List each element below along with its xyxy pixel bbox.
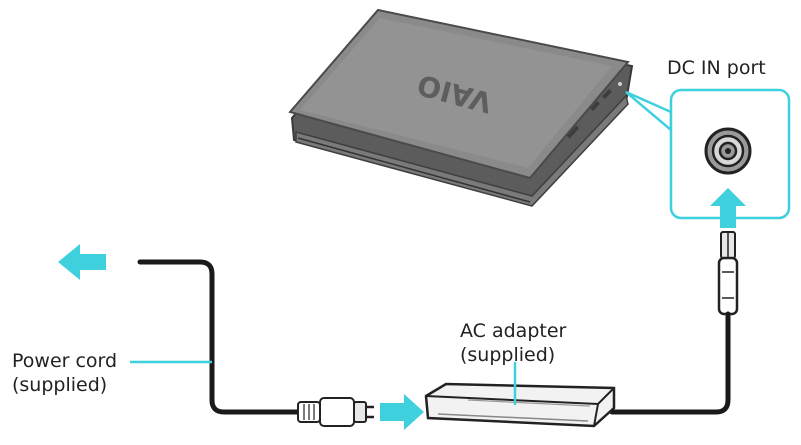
to-outlet-arrow-icon: [58, 244, 106, 280]
ac-adapter-label: AC adapter (supplied): [460, 319, 566, 367]
ac-adapter-label-line2: (supplied): [460, 344, 556, 366]
power-cord-label-line2: (supplied): [12, 374, 108, 396]
ac-adapter-label-line1: AC adapter: [460, 320, 567, 342]
laptop: VAIO: [288, 8, 634, 207]
ac-adapter: [424, 382, 616, 428]
dc-in-port-label: DC IN port: [667, 56, 766, 80]
dc-in-port-label-text: DC IN port: [667, 57, 766, 79]
power-cord-label-line1: Power cord: [12, 350, 118, 372]
plug-in-arrow-icon: [710, 188, 746, 228]
power-cord: [137, 259, 303, 415]
callout-pointer: [625, 90, 673, 133]
dc-cable: [609, 311, 731, 415]
connect-arrow-icon: [380, 394, 424, 430]
power-cord-label: Power cord (supplied): [12, 349, 117, 397]
dc-in-port-callout: [625, 88, 791, 228]
dc-plug: [717, 231, 739, 316]
dc-in-port-icon: [704, 127, 752, 175]
ac-plug: [297, 397, 374, 427]
